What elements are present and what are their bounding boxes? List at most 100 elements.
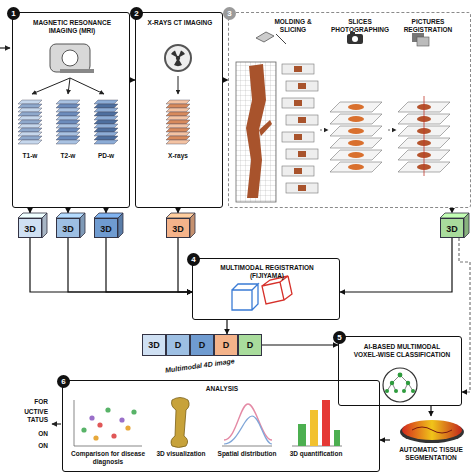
cube-text: 3D [95,219,117,239]
image-stack [18,116,42,120]
flow-arrow [262,344,338,345]
slices-illustration [286,81,318,91]
flow-arrow [67,208,68,213]
panel-caption: 3D quantification [282,450,350,458]
image-stack [56,116,80,120]
classification-icon [406,381,410,385]
label-holder: ON [0,430,48,438]
cube-text: 3D [57,219,79,239]
optional-process-box: MOLDING & SLICING SLICES PHOTOGRAPHING PIC… [228,12,471,208]
ct-scanner-icon [165,45,191,71]
image-stack [94,108,118,112]
scatter-plot [81,427,86,432]
image-stack [18,100,42,104]
classification-icon [383,368,417,402]
slices-illustration [294,134,302,140]
cube-face [80,213,85,238]
outgoing-arrow [52,423,61,424]
image-stack [18,128,42,132]
text-holder: MOLDING & SLICING [263,18,323,33]
volume-block: 3D [142,334,166,356]
cube-text: 3D [19,219,41,239]
scatter-plot [89,415,94,420]
photographs-illustration [330,150,382,160]
scatter-plot [125,425,130,430]
label-holder: Comparison for disease diagnosis [66,450,150,465]
panel-caption: T1-w [16,152,44,160]
text-holder: SLICES PHOTOGRAPHING [329,18,391,33]
image-stack [56,132,80,136]
scatter-plot [119,417,124,422]
image-stack [166,112,190,116]
slices-illustration [298,185,306,191]
image-stack [166,128,190,132]
process-arrows [320,130,328,131]
text-holder: PICTURES REGISTRATION [395,18,461,33]
step-number-text: 2 [134,10,138,18]
process-icons [352,36,358,42]
scatter-plot [97,422,102,427]
step-number-text: 4 [191,256,195,264]
slices-illustration [282,64,318,193]
slices-illustration [286,115,318,125]
slices-illustration [298,151,306,157]
cut-off-text: ON [0,442,48,450]
mri-scanner-icon [62,50,78,66]
panel-caption: Spatial distribution [214,450,280,458]
classification-icon [390,381,394,385]
image-stack [18,104,42,108]
bar-chart [334,430,340,446]
image-caption: Multimodal 4D image [140,354,260,379]
flow-arrow [380,439,390,440]
ct-scanner-icon [178,76,179,94]
image-stack [166,120,190,124]
image-stack [18,124,42,128]
volume-block: D [238,334,262,356]
process-icons [256,32,274,42]
segmentation-image [400,420,464,443]
label-holder: Multimodal 4D image [140,354,260,379]
volume-cube: 3D [94,218,118,238]
label-holder: PD-w [92,152,120,160]
volume-block: D [214,334,238,356]
cube-text: 3D [441,219,463,239]
cube-face [464,213,469,238]
label-holder: 3D quantification [282,450,350,458]
panel-caption: PD-w [92,152,120,160]
image-stack [166,104,190,108]
node-text: AI-BASED MULTIMODAL VOXEL-WISE CLASSIFIC… [351,343,453,358]
slices-illustration [282,64,314,74]
scatter-plot [105,407,110,412]
image-stack [166,140,190,144]
incoming-arrow [0,48,10,49]
3d-bone-view [171,398,189,448]
3d-bone-view [171,398,189,448]
spatial-distribution-plot [224,404,272,440]
scatter-plot [111,433,116,438]
image-stack [18,140,42,144]
node-text: X-RAYS CT IMAGING [144,19,216,27]
cube-face [118,213,123,238]
image-stack [94,120,118,124]
ct-scanner-icon [171,51,185,67]
node-text: SLICES PHOTOGRAPHING [329,18,391,33]
label-holder: FOR [0,398,48,406]
label-holder: ON [0,442,48,450]
process-box: MULTIMODAL REGISTRATION (FIJIYAMA)4 [192,258,340,320]
image-stack [18,100,190,144]
segmentation-image [412,427,452,433]
image-stack [166,116,190,120]
classification-icon [394,389,398,393]
process-arrows [320,130,396,131]
slices-illustration [294,168,302,174]
photographs-illustration [330,162,382,172]
flow-arrow [29,208,30,213]
cube-text: 3D [167,219,189,239]
flow-arrow [451,208,452,213]
image-stack [56,136,80,140]
flow-arrow [340,238,452,292]
step-number: 3 [223,7,236,20]
image-stack [56,140,80,144]
spatial-distribution-plot [222,446,272,447]
incoming-arrow [0,47,10,48]
